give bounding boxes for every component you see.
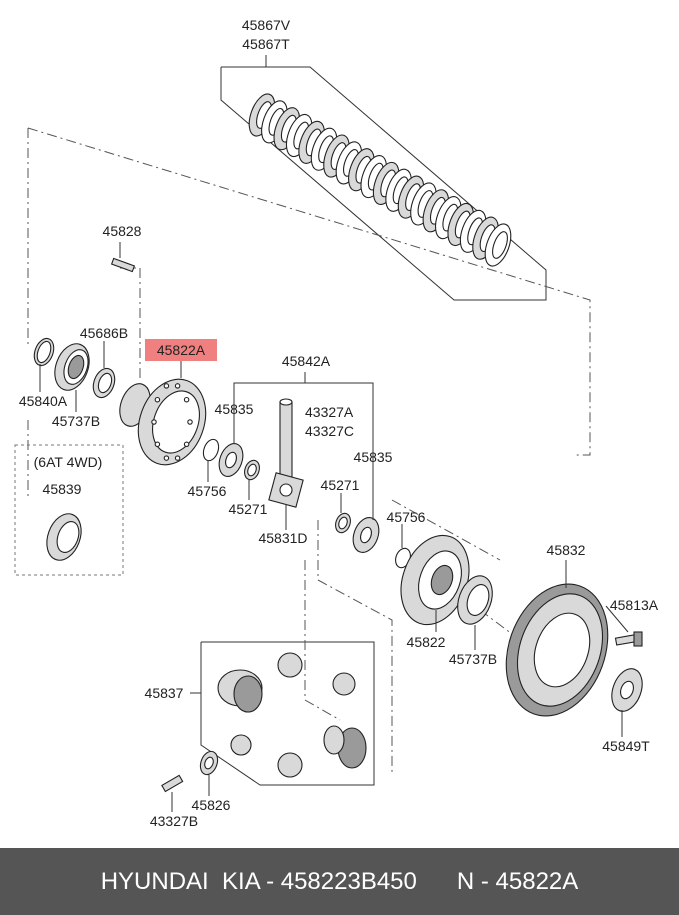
bearing-45839	[46, 513, 82, 561]
pinion-gears-45837	[217, 652, 367, 778]
case-bolt-hole	[154, 441, 161, 448]
case-bolt-hole	[187, 419, 193, 425]
label-43327c: 43327C	[305, 423, 354, 439]
bolt-45813a	[614, 631, 643, 647]
label-45867t: 45867T	[242, 36, 290, 52]
clutch-plate-pack	[220, 55, 547, 301]
label-45813a: 45813A	[610, 597, 659, 613]
label-45271-right: 45271	[321, 477, 360, 493]
case-bolt-hole	[154, 396, 161, 403]
washer-45271-left	[244, 459, 260, 481]
highlight-box	[145, 339, 217, 361]
plate-45849t	[611, 668, 643, 712]
label-45737b-top: 45737B	[52, 413, 100, 429]
snap-ring-45840a	[33, 337, 55, 367]
label-45849t: 45849T	[602, 738, 650, 754]
label-45686b: 45686B	[80, 325, 128, 341]
label-45756-right: 45756	[387, 509, 426, 525]
bearing-45737b-right	[457, 575, 493, 625]
pin-45828	[110, 257, 136, 273]
ring-45686b	[92, 367, 116, 399]
case-bolt-hole	[183, 441, 190, 448]
6at-4wd-box	[14, 444, 124, 576]
washer-45826	[199, 750, 219, 776]
washer-45756-left	[202, 438, 220, 462]
label-45832: 45832	[547, 542, 586, 558]
label-43327b: 43327B	[150, 813, 198, 829]
case-bolt-hole	[174, 383, 181, 389]
label-45831d: 45831D	[258, 530, 307, 546]
footer-text: HYUNDAI KIA - 458223B450 N - 45822A	[100, 867, 579, 895]
case-half-45822	[400, 534, 470, 626]
case-bolt-hole	[183, 396, 190, 403]
label-45271-left: 45271	[229, 501, 268, 517]
label-43327a: 43327A	[305, 404, 354, 420]
case-bolt-hole	[174, 455, 181, 461]
spider-45831d	[268, 472, 304, 508]
label-45826: 45826	[192, 797, 231, 813]
differential-case-45822a	[119, 378, 207, 466]
washer-45835-right	[352, 517, 380, 553]
pin-43327b	[161, 774, 184, 793]
parts-diagram: 45867V 45867T 45828 45686B 45822A 45842A…	[14, 17, 659, 829]
label-45867v: 45867V	[242, 17, 291, 33]
shaft-43327a	[279, 398, 293, 485]
label-45822: 45822	[407, 634, 446, 650]
label-6at-4wd: (6AT 4WD)	[34, 454, 103, 470]
ring-gear-45832	[505, 583, 609, 717]
footer-bar: HYUNDAI KIA - 458223B450 N - 45822A	[0, 848, 679, 915]
bearing-45737b-left	[54, 343, 90, 391]
label-45756-left: 45756	[188, 483, 227, 499]
label-45835-right: 45835	[354, 449, 393, 465]
label-45839: 45839	[43, 481, 82, 497]
label-45842a: 45842A	[282, 353, 331, 369]
label-45837: 45837	[145, 685, 184, 701]
case-bolt-hole	[163, 383, 170, 389]
label-45835-left: 45835	[215, 401, 254, 417]
case-bolt-hole	[163, 455, 170, 461]
label-45840a: 45840A	[19, 393, 68, 409]
case-bolt-hole	[151, 419, 157, 425]
clutch-plate-hole	[492, 231, 508, 259]
washer-45835-left	[218, 443, 244, 477]
label-45737b-bottom: 45737B	[449, 651, 497, 667]
label-45822a: 45822A	[157, 342, 206, 358]
washer-45271-right	[335, 512, 351, 534]
label-45828: 45828	[103, 223, 142, 239]
